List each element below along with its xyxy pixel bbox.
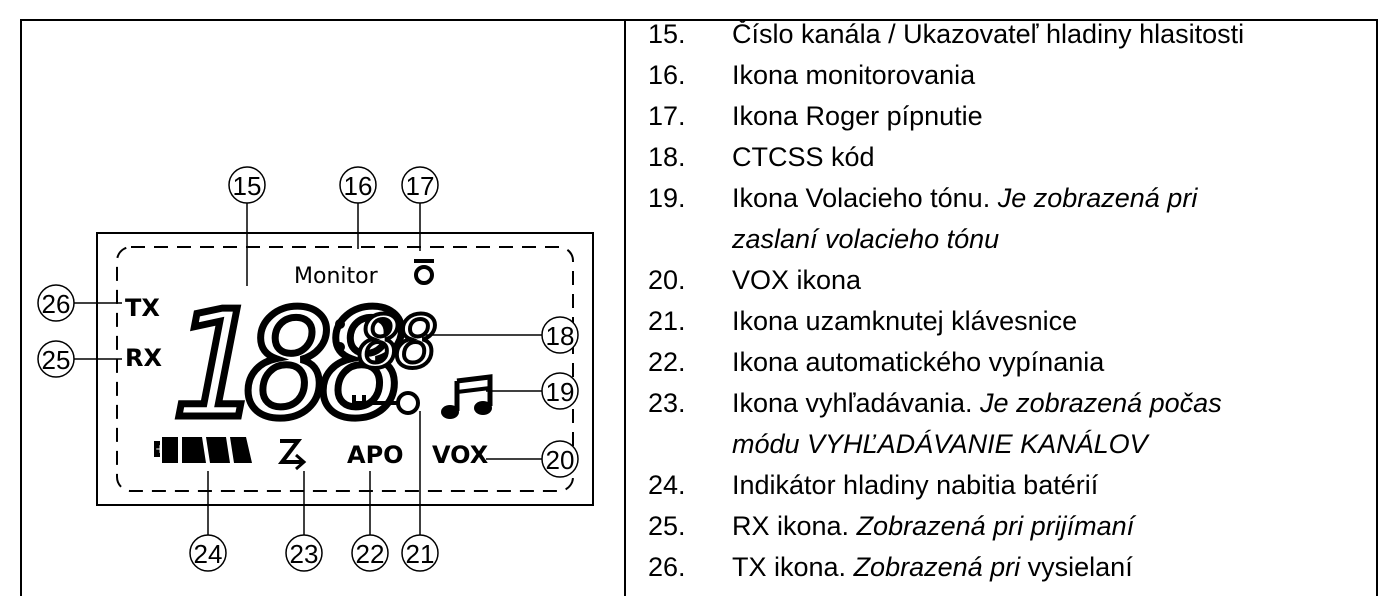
legend-num: 17.	[648, 101, 686, 131]
legend-num: 22.	[648, 347, 686, 377]
legend-num: 24.	[648, 470, 686, 500]
svg-text:16: 16	[344, 171, 373, 201]
legend-text: Ikona Roger pípnutie	[732, 101, 983, 131]
callout-16: 16	[339, 166, 377, 204]
legend-text: zaslaní volacieho tónu	[732, 224, 1000, 254]
callout-22: 22	[351, 534, 389, 572]
callout-23: 23	[285, 534, 323, 572]
svg-text:18: 18	[546, 321, 575, 351]
legend-text: RX ikona. Zobrazená pri prijímaní	[732, 511, 1135, 541]
callout-15: 15	[228, 166, 266, 204]
legend-num: 23.	[648, 388, 686, 418]
lcd-diagram: TX RX 188 88 Monitor + AP	[37, 166, 594, 572]
legend-text: Ikona monitorovania	[732, 60, 976, 90]
legend-num: 20.	[648, 265, 686, 295]
legend-num: 26.	[648, 552, 686, 582]
callout-17: 17	[401, 166, 439, 204]
svg-text:19: 19	[546, 377, 575, 407]
callout-20: 20	[541, 440, 579, 478]
monitor-label: Monitor	[294, 264, 379, 289]
legend-text: CTCSS kód	[732, 142, 875, 172]
frame-divider	[624, 19, 626, 596]
callout-19: 19	[541, 372, 579, 410]
legend-text: Indikátor hladiny nabitia batérií	[732, 470, 1099, 500]
legend-text: TX ikona. Zobrazená pri vysielaní	[732, 552, 1133, 582]
frame-left-border	[20, 19, 22, 596]
lcd-outer-border	[96, 232, 594, 506]
legend-num: 21.	[648, 306, 686, 336]
callout-18: 18	[541, 316, 579, 354]
frame-right-border	[1376, 19, 1378, 596]
callout-21: 21	[401, 534, 439, 572]
legend-num: 16.	[648, 60, 686, 90]
svg-text:+: +	[155, 442, 165, 456]
battery-icon: +	[154, 437, 252, 463]
colon-dot-top	[335, 319, 345, 329]
lcd-inner-dashed-border	[116, 246, 574, 492]
call-tone-icon	[441, 374, 493, 419]
apo-icon: APO	[347, 441, 404, 469]
frame-top-border	[20, 19, 1378, 21]
legend-num: 15.	[648, 19, 686, 49]
legend-text: Ikona Volacieho tónu. Je zobrazená pri	[732, 183, 1198, 213]
svg-text:22: 22	[356, 539, 385, 569]
legend-num: 25.	[648, 511, 686, 541]
vox-icon: VOX	[432, 441, 489, 469]
colon-dot-bottom	[335, 342, 345, 352]
svg-text:21: 21	[406, 539, 435, 569]
legend-text: Číslo kanála / Ukazovateľ hladiny hlasit…	[732, 19, 1245, 49]
svg-text:20: 20	[546, 445, 575, 475]
svg-text:17: 17	[406, 171, 435, 201]
legend-text: VOX ikona	[732, 265, 862, 295]
legend-text: Ikona automatického vypínania	[732, 347, 1105, 377]
leader-lines	[74, 203, 542, 535]
legend-num: 19.	[648, 183, 686, 213]
callout-24: 24	[189, 534, 227, 572]
ctcss-digits: 88	[358, 300, 435, 384]
legend-text: módu VYHĽADÁVANIE KANÁLOV	[732, 429, 1148, 459]
rx-icon: RX	[125, 344, 162, 372]
callout-25: 25	[37, 340, 75, 378]
legend-text: Ikona vyhľadávania. Je zobrazená počas	[732, 388, 1222, 418]
scan-icon	[277, 439, 307, 471]
svg-text:24: 24	[194, 539, 223, 569]
svg-text:23: 23	[290, 539, 319, 569]
svg-text:26: 26	[42, 289, 71, 319]
channel-digits: 188	[170, 279, 402, 451]
legend-text: Ikona uzamknutej klávesnice	[732, 306, 1078, 336]
svg-text:25: 25	[42, 345, 71, 375]
key-lock-icon	[352, 391, 420, 415]
tx-icon: TX	[125, 294, 160, 322]
svg-text:15: 15	[233, 171, 262, 201]
callout-26: 26	[37, 284, 75, 322]
roger-beep-icon	[414, 259, 434, 285]
legend-num: 18.	[648, 142, 686, 172]
